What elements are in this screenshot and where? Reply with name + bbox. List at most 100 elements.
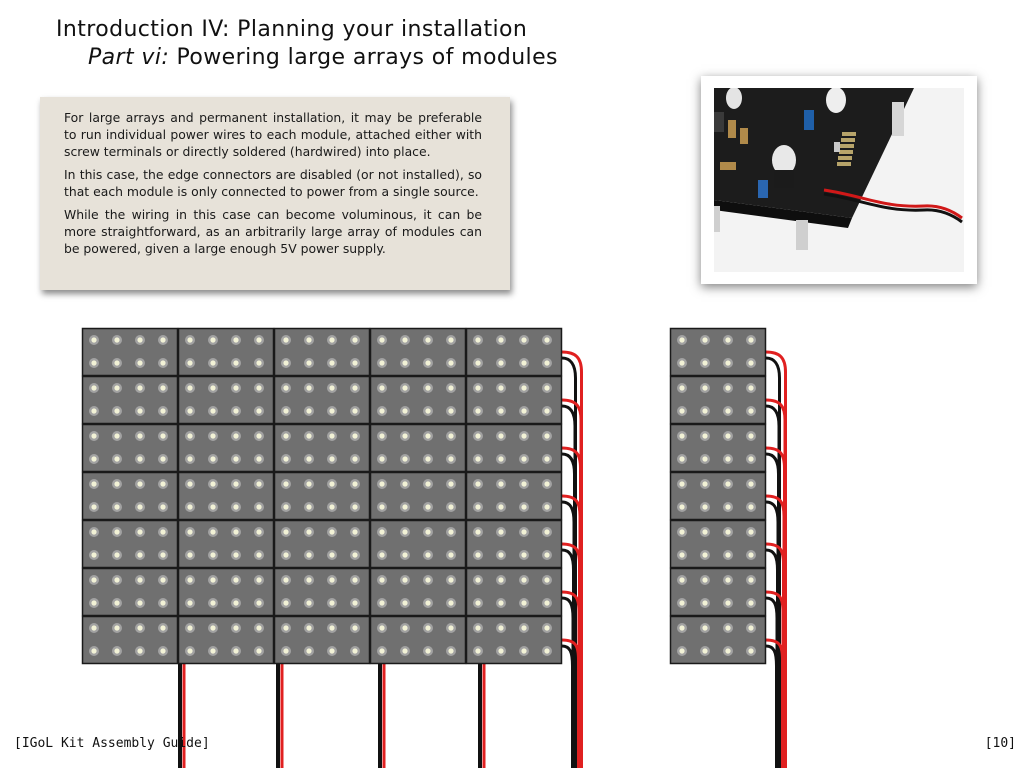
led-dot	[306, 600, 311, 605]
led-dot	[475, 577, 480, 582]
led-dot	[402, 504, 407, 509]
led-dot	[748, 456, 753, 461]
led-dot	[137, 433, 142, 438]
led-dot	[425, 360, 430, 365]
led-dot	[137, 577, 142, 582]
led-dot	[210, 504, 215, 509]
led-dot	[379, 648, 384, 653]
led-dot	[233, 552, 238, 557]
led-dot	[91, 385, 96, 390]
led-dot	[187, 408, 192, 413]
led-dot	[425, 433, 430, 438]
led-dot	[329, 648, 334, 653]
led-dot	[114, 625, 119, 630]
led-dot	[256, 504, 261, 509]
led-dot	[352, 577, 357, 582]
led-dot	[283, 600, 288, 605]
led-dot	[379, 456, 384, 461]
led-dot	[329, 456, 334, 461]
led-dot	[448, 529, 453, 534]
led-dot	[379, 360, 384, 365]
led-dot	[748, 337, 753, 342]
led-dot	[114, 433, 119, 438]
led-dot	[187, 625, 192, 630]
led-dot	[402, 408, 407, 413]
led-dot	[748, 552, 753, 557]
led-dot	[425, 529, 430, 534]
led-dot	[210, 529, 215, 534]
led-dot	[379, 504, 384, 509]
led-dot	[702, 408, 707, 413]
led-dot	[679, 504, 684, 509]
led-dot	[379, 529, 384, 534]
led-dot	[160, 337, 165, 342]
led-dot	[256, 360, 261, 365]
led-dot	[114, 456, 119, 461]
led-dot	[521, 408, 526, 413]
led-dot	[475, 625, 480, 630]
led-dot	[448, 337, 453, 342]
led-dot	[160, 625, 165, 630]
led-dot	[498, 504, 503, 509]
led-dot	[679, 577, 684, 582]
led-dot	[725, 529, 730, 534]
led-dot	[402, 385, 407, 390]
led-dot	[379, 408, 384, 413]
led-dot	[283, 408, 288, 413]
led-dot	[329, 600, 334, 605]
led-dot	[256, 481, 261, 486]
led-dot	[521, 529, 526, 534]
led-dot	[283, 577, 288, 582]
led-dot	[306, 433, 311, 438]
led-dot	[679, 456, 684, 461]
led-dot	[329, 408, 334, 413]
led-dot	[702, 481, 707, 486]
led-dot	[448, 360, 453, 365]
led-dot	[160, 600, 165, 605]
led-dot	[137, 360, 142, 365]
led-dot	[725, 385, 730, 390]
led-dot	[256, 456, 261, 461]
led-dot	[91, 456, 96, 461]
led-dot	[725, 433, 730, 438]
led-dot	[329, 385, 334, 390]
led-dot	[702, 337, 707, 342]
led-dot	[498, 456, 503, 461]
led-dot	[210, 408, 215, 413]
led-dot	[402, 625, 407, 630]
led-dot	[137, 481, 142, 486]
led-dot	[352, 504, 357, 509]
led-dot	[352, 385, 357, 390]
led-dot	[256, 600, 261, 605]
led-dot	[256, 337, 261, 342]
led-dot	[210, 337, 215, 342]
black-ground-wire	[562, 646, 573, 768]
led-dot	[448, 456, 453, 461]
led-dot	[702, 648, 707, 653]
led-dot	[725, 360, 730, 365]
led-dot	[329, 481, 334, 486]
led-dot	[475, 385, 480, 390]
led-dot	[306, 385, 311, 390]
led-dot	[187, 577, 192, 582]
led-dot	[187, 600, 192, 605]
led-dot	[379, 552, 384, 557]
led-dot	[544, 529, 549, 534]
led-dot	[160, 360, 165, 365]
led-dot	[160, 385, 165, 390]
led-dot	[91, 433, 96, 438]
led-dot	[256, 385, 261, 390]
led-dot	[137, 408, 142, 413]
led-dot	[187, 552, 192, 557]
led-dot	[352, 433, 357, 438]
led-dot	[402, 360, 407, 365]
led-dot	[187, 385, 192, 390]
led-dot	[306, 456, 311, 461]
led-dot	[160, 552, 165, 557]
led-dot	[425, 504, 430, 509]
led-dot	[187, 481, 192, 486]
led-dot	[283, 625, 288, 630]
led-dot	[475, 552, 480, 557]
led-dot	[137, 600, 142, 605]
